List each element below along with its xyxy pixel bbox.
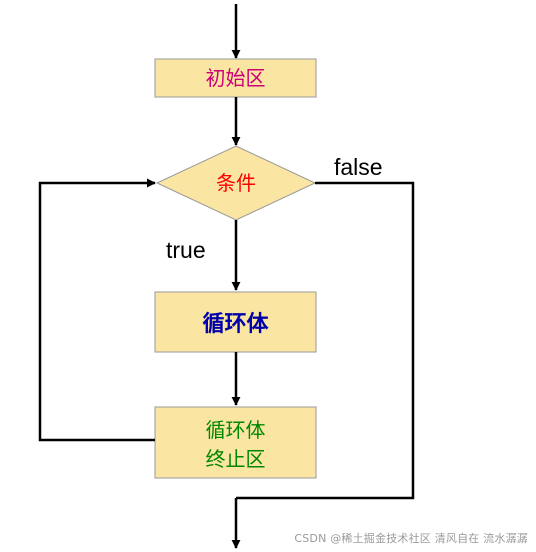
init-node: 初始区 bbox=[154, 58, 317, 98]
loop-body-box bbox=[154, 291, 317, 353]
update-node: 循环体 终止区 bbox=[154, 406, 317, 479]
loop-back-arrow bbox=[38, 178, 156, 442]
update-box bbox=[154, 406, 317, 479]
condition-node: 条件 bbox=[155, 145, 317, 221]
loop-body-label: 循环体 bbox=[202, 311, 269, 337]
condition-false-edge bbox=[236, 181, 415, 500]
update-label-line1: 循环体 bbox=[206, 418, 266, 442]
false-label: false bbox=[334, 154, 383, 180]
init-label: 初始区 bbox=[206, 66, 266, 90]
condition-label: 条件 bbox=[216, 171, 256, 195]
true-label: true bbox=[166, 237, 206, 263]
update-label-line2: 终止区 bbox=[206, 447, 266, 471]
watermark: CSDN @稀土掘金技术社区 清风自在 流水潺潺 bbox=[294, 532, 528, 545]
loop-body-node: 循环体 bbox=[154, 291, 317, 353]
